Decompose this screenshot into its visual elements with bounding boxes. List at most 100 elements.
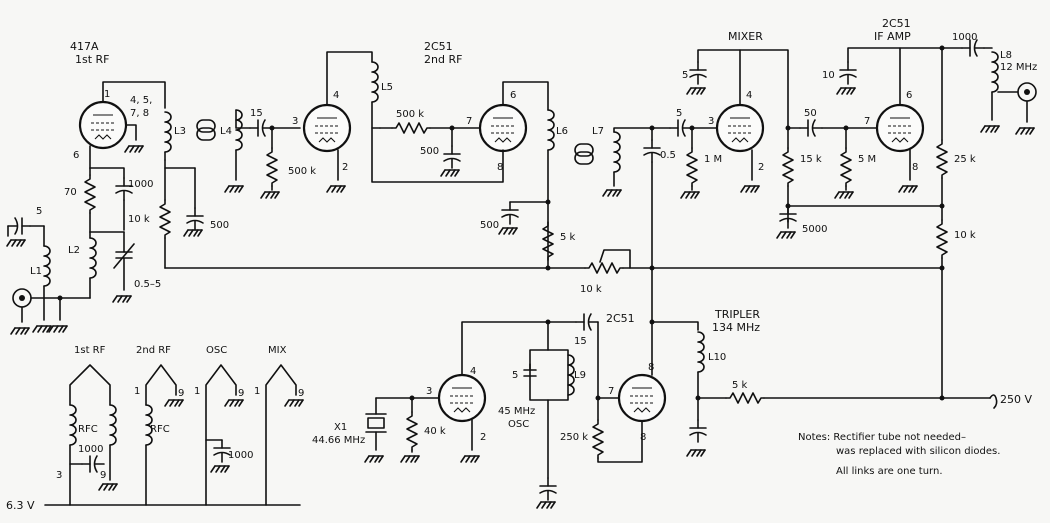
heater-1st-rf: 1st RF RFC 1000 3 9 (56, 345, 118, 506)
cap-5000-label: 5000 (802, 224, 827, 235)
tube-mixer: MIXER 3 4 2 (708, 30, 764, 173)
tube-tripler: TRIPLER 134 MHz 8 7 8 (608, 308, 760, 443)
pin-label: 7 (608, 386, 614, 397)
pin-label: 2 (758, 162, 764, 173)
tube-2c51-type: 2C51 (424, 40, 453, 53)
note-line-3: All links are one turn. (836, 466, 943, 477)
osc-tube-type: 2C51 (606, 312, 635, 325)
crystal-freq: 44.66 MHz (312, 435, 365, 446)
coil-l8-label: L8 (1000, 50, 1012, 61)
coil-l4-label: L4 (220, 126, 232, 137)
coil-l6-label: L6 (556, 126, 568, 137)
note-line-2: was replaced with silicon diodes. (836, 446, 1000, 457)
tripler-freq: 134 MHz (712, 321, 760, 334)
pin-label: 4 (746, 90, 752, 101)
res-10k-label: 10 k (128, 214, 150, 225)
pin-label: 3 (56, 470, 62, 481)
res-10k-label-2: 10 k (954, 230, 976, 241)
note-line-1: Notes: Rectifier tube not needed– (798, 432, 966, 443)
cap-5-label: 5 (36, 206, 42, 217)
cap-05-label: 0.5 (660, 150, 676, 161)
res-10k-label-3: 10 k (580, 284, 602, 295)
tube-2c51-2nd-rf: 2C51 2nd RF 3 4 2 7 6 8 (292, 40, 528, 173)
cap-5-label-3: 5 (682, 70, 688, 81)
filament-voltage: 6.3 V (6, 499, 35, 512)
pin-label: 9 (178, 388, 184, 399)
cap-50-label: 50 (804, 108, 817, 119)
osc-freq: 45 MHz (498, 406, 535, 417)
pin-list: 7, 8 (130, 108, 149, 119)
pin-label: 1 (104, 89, 110, 100)
pin-label: 4 (333, 90, 339, 101)
pin-label: 8 (648, 362, 654, 373)
heater-mix: MIX 1 9 (254, 345, 304, 506)
tube-417a-1st-rf: 417A 1st RF 1 6 4, 5, 7, 8 (70, 40, 152, 161)
b-plus-250v: 250 V (1000, 393, 1032, 406)
cap-1000-label: 1000 (128, 179, 153, 190)
pin-label: 9 (238, 388, 244, 399)
mixer-name: MIXER (728, 30, 763, 43)
res-15k-label: 15 k (800, 154, 822, 165)
tube-417a-name: 1st RF (75, 53, 110, 66)
osc-label: OSC (508, 419, 529, 430)
res-250k-label: 250 k (560, 432, 588, 443)
heater-label: 2nd RF (136, 345, 171, 356)
pin-label: 6 (906, 90, 912, 101)
cap-500-label: 500 (210, 220, 229, 231)
pin-label: 7 (466, 116, 472, 127)
res-25k-label: 25 k (954, 154, 976, 165)
coil-l9-label: L9 (574, 370, 586, 381)
if-type: 2C51 (882, 17, 911, 30)
cap-500-label-3: 500 (480, 220, 499, 231)
res-5m-label: 5 M (858, 154, 876, 165)
res-5k-label: 5 k (560, 232, 576, 243)
pin-label: 8 (640, 432, 646, 443)
cap-1000-label-2: 1000 (952, 32, 977, 43)
coil-l3-label: L3 (174, 126, 186, 137)
pin-label: 2 (480, 432, 486, 443)
pin-label: 8 (497, 162, 503, 173)
rfc-label: RFC (150, 424, 170, 435)
heater-osc: OSC 1000 1 9 (194, 345, 253, 506)
cap-5-label-4: 5 (512, 370, 518, 381)
tube-if-amp: 2C51 IF AMP 7 6 8 (864, 17, 925, 173)
res-5k-label-2: 5 k (732, 380, 748, 391)
coil-l7-label: L7 (592, 126, 604, 137)
heater-label: OSC (206, 345, 227, 356)
tube-417a-type: 417A (70, 40, 99, 53)
res-40k-label: 40 k (424, 426, 446, 437)
heater-label: 1st RF (74, 345, 106, 356)
tube-2c51-name: 2nd RF (424, 53, 462, 66)
tripler-name: TRIPLER (714, 308, 760, 321)
pin-label: 1 (194, 386, 200, 397)
pin-label: 1 (254, 386, 260, 397)
res-500k-label: 500 k (288, 166, 316, 177)
rfc-label: RFC (78, 424, 98, 435)
cap-1000-label-3: 1000 (78, 444, 103, 455)
coil-l8-freq: 12 MHz (1000, 62, 1037, 73)
pin-label: 9 (100, 470, 106, 481)
coil-l2-label: L2 (68, 245, 80, 256)
tube-2c51-oscillator: 4 3 2 (426, 366, 486, 443)
crystal-x1-label: X1 (334, 422, 347, 433)
pin-label: 9 (298, 388, 304, 399)
trimmer-label: 0.5–5 (134, 279, 161, 290)
pin-label: 6 (73, 150, 79, 161)
cap-15-label-2: 15 (574, 336, 587, 347)
coil-l10-label: L10 (708, 352, 726, 363)
cap-15-label: 15 (250, 108, 263, 119)
coil-l5-label: L5 (381, 82, 393, 93)
heater-label: MIX (268, 345, 287, 356)
res-1m-label: 1 M (704, 154, 722, 165)
cap-500-label-2: 500 (420, 146, 439, 157)
cap-5-label-2: 5 (676, 108, 682, 119)
pin-label: 2 (342, 162, 348, 173)
cap-1000-label-4: 1000 (228, 450, 253, 461)
coil-l1-label: L1 (30, 266, 42, 277)
pin-label: 1 (134, 386, 140, 397)
heater-2nd-rf: 2nd RF RFC 1 9 (134, 345, 184, 506)
pin-label: 3 (292, 116, 298, 127)
if-name: IF AMP (874, 30, 911, 43)
res-500k-label-2: 500 k (396, 109, 424, 120)
